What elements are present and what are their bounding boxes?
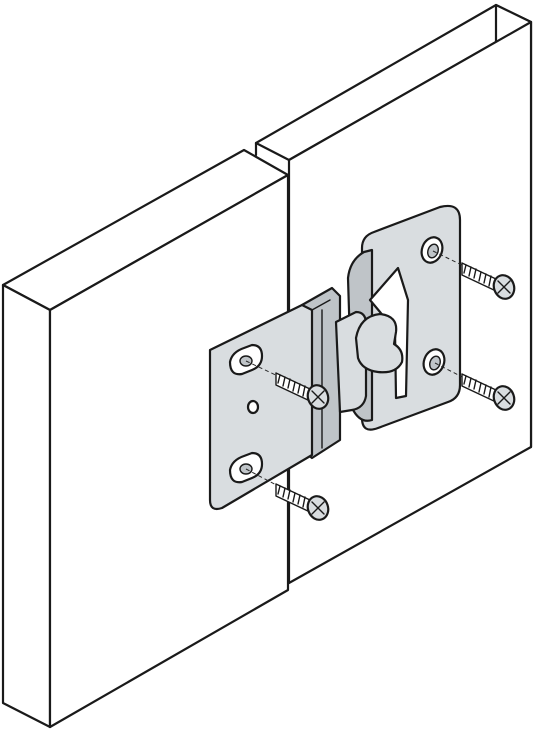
hook-tab <box>354 312 404 374</box>
left-board <box>1 148 290 729</box>
left-middle-hole <box>246 399 260 415</box>
left-board-face <box>48 173 290 729</box>
left-bracket <box>208 286 404 511</box>
left-board-side-edge <box>1 283 52 729</box>
